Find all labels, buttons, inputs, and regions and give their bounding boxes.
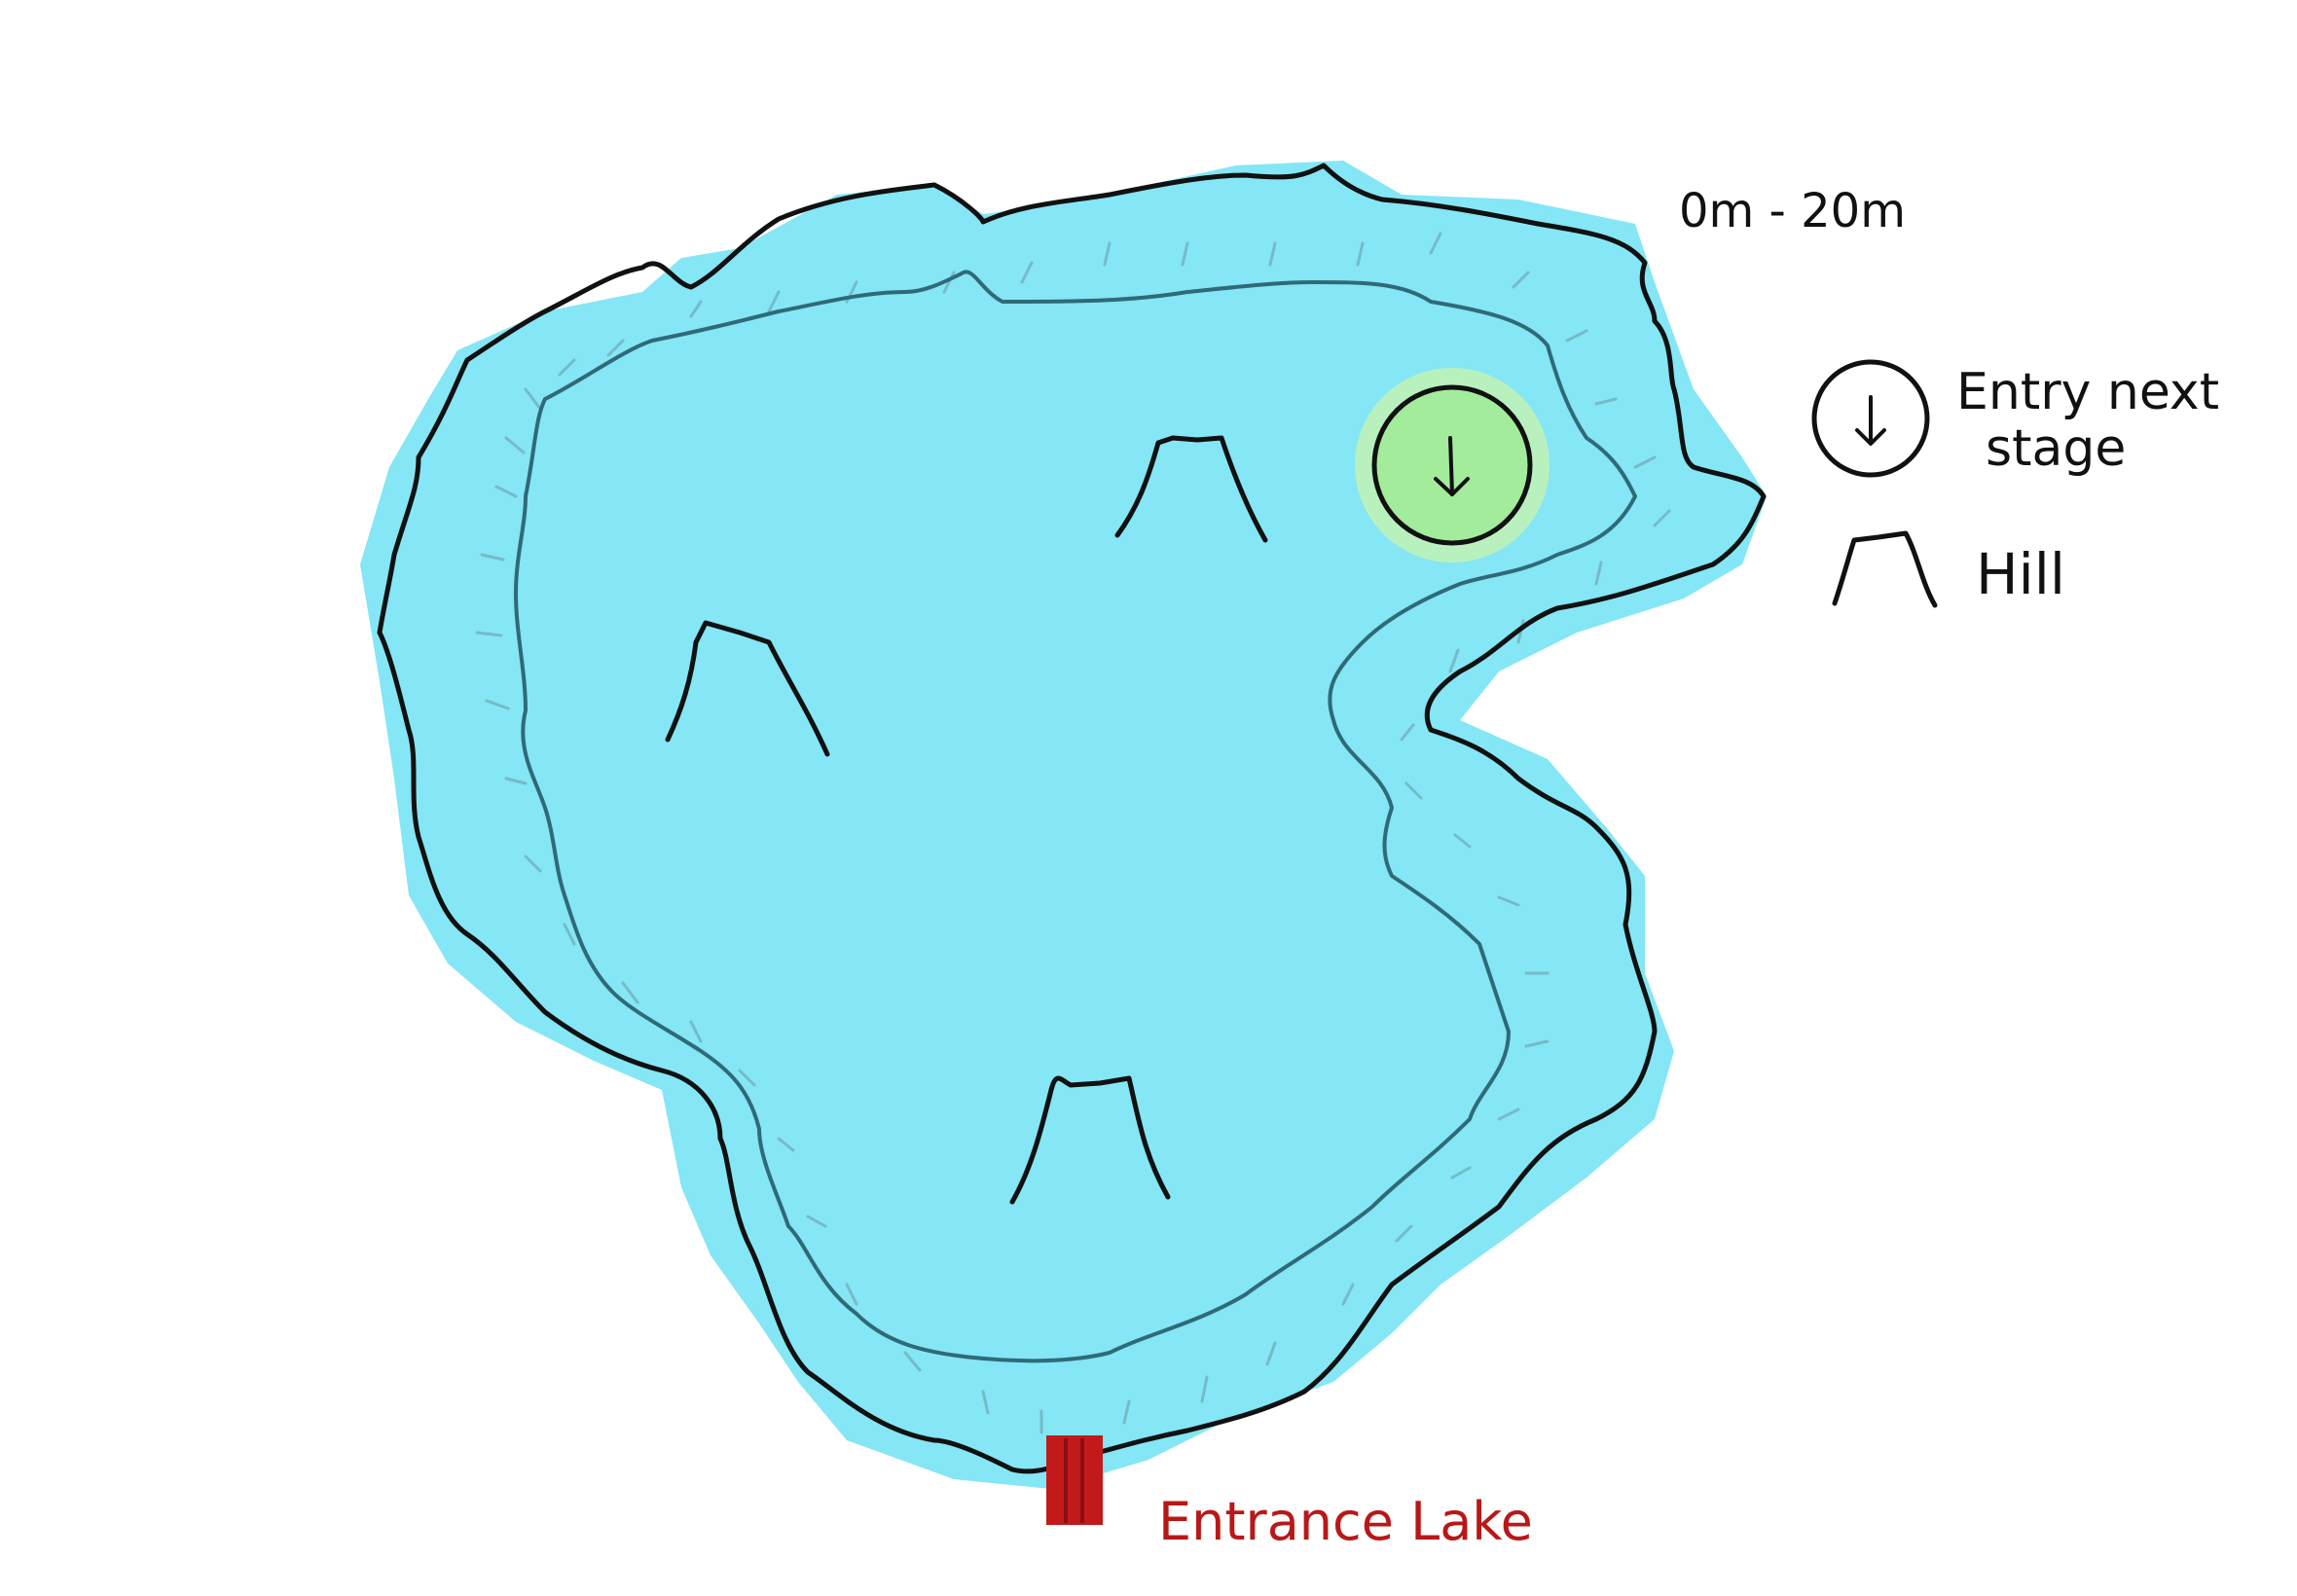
down-arrow-icon (1434, 436, 1470, 496)
hill-icon (665, 620, 830, 757)
hills (665, 435, 1268, 1205)
legend: Entry next stage Hill (1811, 359, 2219, 608)
depth-range-label: 0m - 20m (1679, 184, 1906, 238)
legend-entry-line1: Entry next (1956, 363, 2219, 421)
water-halo (360, 161, 1767, 1489)
hill-icon (1114, 435, 1268, 543)
depth-contour (514, 270, 1637, 1363)
shoreline-outline (377, 163, 1767, 1474)
hill-icon (1009, 1075, 1171, 1205)
legend-hill-label: Hill (1976, 541, 2065, 607)
legend-down-arrow-icon (1855, 395, 1886, 446)
entrance-label: Entrance Lake (1158, 1491, 1533, 1552)
legend-hill-icon (1832, 530, 1938, 608)
entrance-marker (1046, 1435, 1103, 1525)
legend-entry-line2: stage (1986, 419, 2126, 478)
down-arrow-circle-icon (1811, 359, 1930, 478)
entrance-gate-lines (1064, 1438, 1084, 1523)
